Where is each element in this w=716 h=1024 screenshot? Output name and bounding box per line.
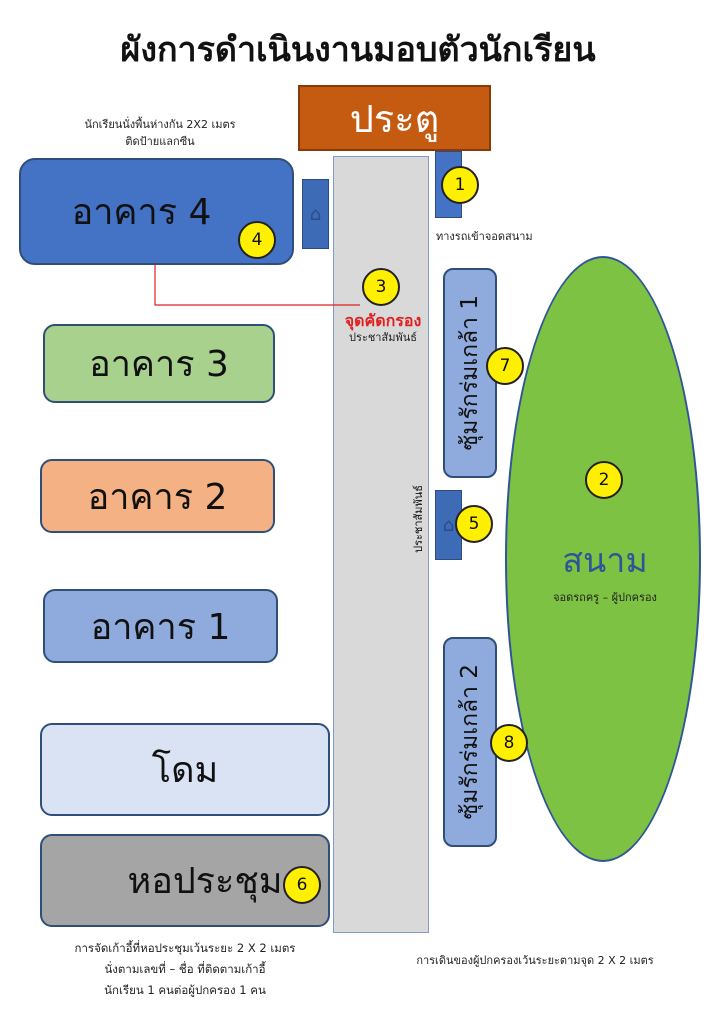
- house-icon-pr: ⌂: [442, 514, 455, 536]
- gate: ประตู: [298, 85, 491, 151]
- building-1: อาคาร 1: [43, 589, 278, 663]
- note-sign: ติดป้ายแลกซีน: [125, 135, 195, 148]
- dome: โดม: [40, 723, 330, 816]
- hall-note-1: การจัดเก้าอี้ที่หอประชุมเว้นระยะ 2 X 2 เ…: [74, 941, 296, 955]
- point-4: 4: [238, 221, 276, 259]
- parking-entry-note: ทางรถเข้าจอดสนาม: [436, 230, 533, 243]
- screening-label: จุดคัดกรอง: [344, 311, 422, 330]
- house-icon: ⌂: [309, 203, 322, 225]
- point-6: 6: [283, 866, 321, 904]
- hall: หอประชุม: [40, 834, 330, 927]
- point-7: 7: [486, 347, 524, 385]
- building-2: อาคาร 2: [40, 459, 275, 533]
- hall-label: หอประชุม: [127, 861, 283, 902]
- page-title: ผังการดำเนินงานมอบตัวนักเรียน: [120, 30, 596, 70]
- building-2-label: อาคาร 2: [87, 476, 228, 518]
- building-4-label: อาคาร 4: [71, 192, 212, 233]
- point-8: 8: [490, 724, 528, 762]
- building-1-label: อาคาร 1: [90, 606, 231, 648]
- walkway-pr-label: ประชาสัมพันธ์: [412, 485, 425, 553]
- parents-walk-note: การเดินของผู้ปกครองเว้นระยะตามจุด 2 X 2 …: [416, 954, 654, 967]
- point-3: 3: [362, 268, 400, 306]
- hall-note-2: นั่งตามเลขที่ – ชื่อ ที่ติดตามเก้าอี้: [104, 962, 266, 976]
- pr-label: ประชาสัมพันธ์: [349, 331, 417, 344]
- hall-notes: การจัดเก้าอี้ที่หอประชุมเว้นระยะ 2 X 2 เ…: [40, 938, 330, 1001]
- hall-note-3: นักเรียน 1 คนต่อผู้ปกครอง 1 คน: [104, 983, 266, 997]
- gate-label: ประตู: [349, 96, 440, 141]
- building-4-entrance: ⌂: [302, 179, 329, 249]
- screening-connector: [154, 265, 360, 306]
- point-1: 1: [441, 166, 479, 204]
- note-spacing: นักเรียนนั่งพื้นห่างกัน 2X2 เมตร: [84, 118, 236, 131]
- dome-label: โดม: [151, 750, 219, 791]
- booth-2-label: ซุ้มรักร่มเกล้า 2: [457, 664, 483, 820]
- field-sublabel: จอดรถครู – ผู้ปกครอง: [553, 591, 657, 604]
- building-3: อาคาร 3: [43, 324, 275, 403]
- point-2: 2: [585, 461, 623, 499]
- field-label: สนาม: [562, 541, 648, 581]
- booth-1-label: ซุ้มรักร่มเกล้า 1: [457, 295, 483, 451]
- field: [505, 256, 701, 862]
- booth-2: ซุ้มรักร่มเกล้า 2: [443, 637, 497, 847]
- screening-point: จุดคัดกรอง ประชาสัมพันธ์: [318, 312, 448, 346]
- point-5: 5: [455, 505, 493, 543]
- building-3-label: อาคาร 3: [89, 344, 229, 385]
- top-left-note: นักเรียนนั่งพื้นห่างกัน 2X2 เมตร ติดป้าย…: [60, 116, 260, 150]
